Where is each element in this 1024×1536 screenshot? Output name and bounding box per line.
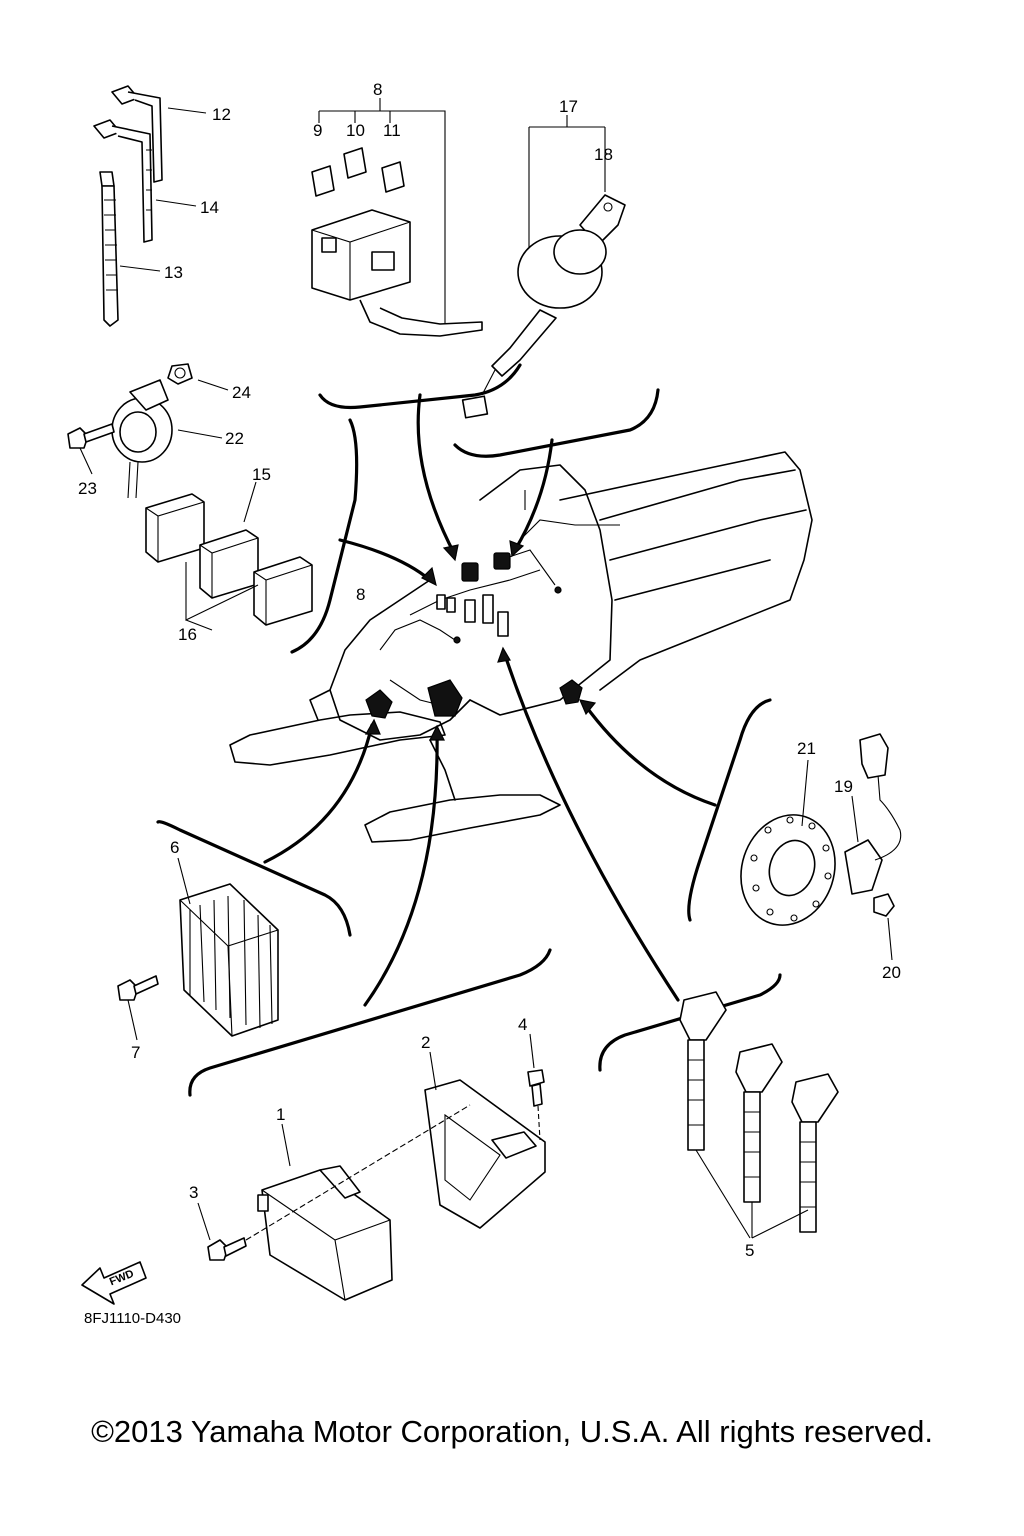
leader-lines xyxy=(156,363,782,1097)
pickup-rotor-group xyxy=(740,733,902,961)
callout-14: 14 xyxy=(200,198,219,217)
callout-15: 15 xyxy=(252,465,271,484)
callout-6: 6 xyxy=(170,838,179,857)
callout-4: 4 xyxy=(518,1015,527,1034)
main-switch-group xyxy=(461,115,626,419)
callout-2: 2 xyxy=(421,1033,430,1052)
callout-16: 16 xyxy=(178,625,197,644)
callout-19: 19 xyxy=(834,777,853,796)
copyright-notice: ©2013 Yamaha Motor Corporation, U.S.A. A… xyxy=(91,1414,933,1449)
callout-23: 23 xyxy=(78,479,97,498)
horn-group xyxy=(67,363,229,499)
snowmobile-chassis xyxy=(229,451,813,843)
callout-11: 11 xyxy=(383,121,401,140)
callout-24: 24 xyxy=(232,383,251,402)
rectifier-group xyxy=(117,857,279,1041)
callout-7: 7 xyxy=(131,1043,140,1062)
callout-22: 22 xyxy=(225,429,244,448)
callout-8-top: 8 xyxy=(373,80,382,99)
exploded-parts-diagram: FWD 8 9 10 11 17 18 12 14 13 24 22 23 15… xyxy=(67,80,902,1327)
ignition-coil-group xyxy=(679,991,839,1239)
callout-3: 3 xyxy=(189,1183,198,1202)
forward-direction-arrow: FWD xyxy=(81,1261,147,1305)
cdi-unit-group xyxy=(197,1033,546,1301)
relay-group xyxy=(145,481,313,631)
fuse-box-group xyxy=(311,98,483,337)
callout-12: 12 xyxy=(212,105,231,124)
callout-8-center: 8 xyxy=(356,585,365,604)
callout-18: 18 xyxy=(594,145,613,164)
callout-17: 17 xyxy=(559,97,578,116)
callout-10: 10 xyxy=(346,121,365,140)
callout-21: 21 xyxy=(797,739,816,758)
callout-labels: 8 9 10 11 17 18 12 14 13 24 22 23 15 16 … xyxy=(78,80,901,1260)
cable-tie-group xyxy=(93,85,207,327)
callout-1: 1 xyxy=(276,1105,285,1124)
callout-20: 20 xyxy=(882,963,901,982)
callout-9: 9 xyxy=(313,121,322,140)
diagram-code: 8FJ1110-D430 xyxy=(84,1310,181,1327)
callout-13: 13 xyxy=(164,263,183,282)
callout-5: 5 xyxy=(745,1241,754,1260)
